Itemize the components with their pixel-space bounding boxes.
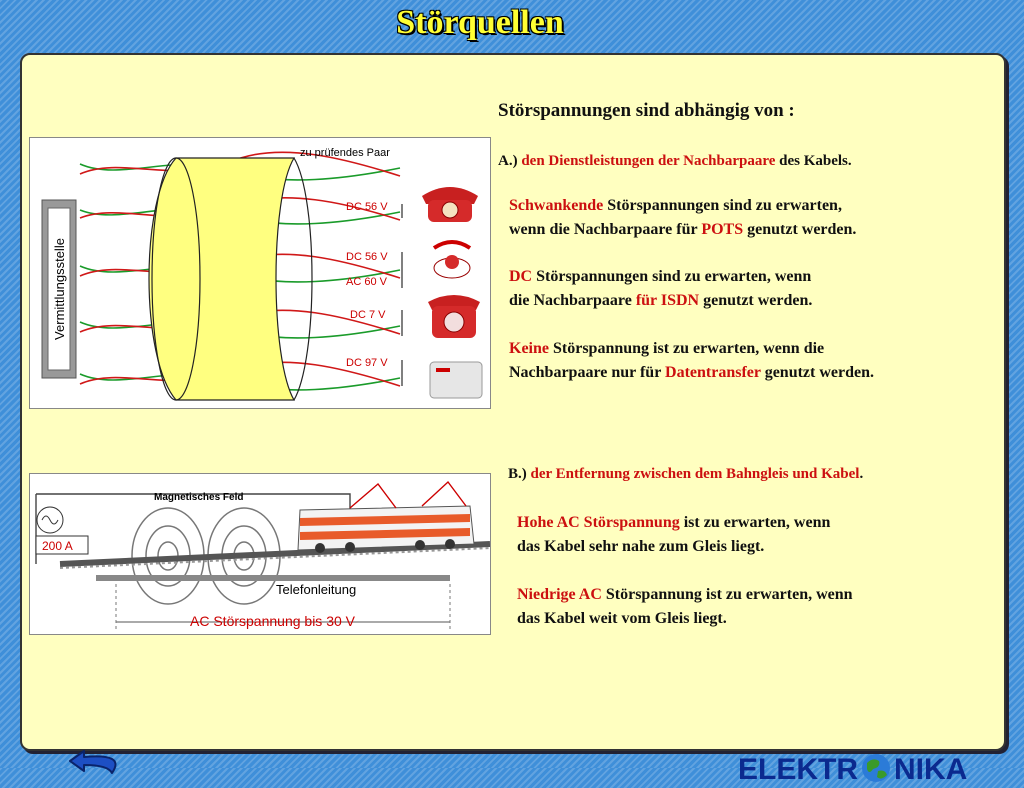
section-a-item-1-line-1: Schwankende Störspannungen sind zu erwar… <box>509 197 842 215</box>
cable-pairs-diagram: Vermittlungsstelle zu prüfendes Paar DC <box>29 137 491 409</box>
section-b-part3: . <box>859 466 864 482</box>
voltage-label: AC Störspannung bis 30 V <box>190 613 356 629</box>
item-1-highlight: Schwankende <box>509 197 604 214</box>
voltage-label-5: DC 97 V <box>346 357 388 369</box>
item-2-text: Störspannungen sind zu erwarten, wenn <box>536 268 812 285</box>
section-a-part4: . <box>847 153 852 169</box>
cable-front-ring <box>151 157 201 401</box>
b-item-2-highlight: Niedrige AC <box>517 586 602 603</box>
section-a-part3: des Kabels <box>779 153 848 169</box>
section-a-part2: Dienstleistungen der Nachbarpaare <box>548 153 776 169</box>
cable-body <box>148 157 296 401</box>
main-heading: Störspannungen sind abhängig von : <box>498 100 795 121</box>
section-a-header: A.) den Dienstleistungen der Nachbarpaar… <box>498 153 852 170</box>
item-3-text: Störspannung ist zu erwarten, wenn die <box>553 340 825 357</box>
section-a-item-3-line-2: Nachbarpaare nur für Datentransfer genut… <box>509 364 874 382</box>
item-2-text-3: genutzt werden. <box>703 292 813 309</box>
item-3-highlight: Keine <box>509 340 549 357</box>
item-1-text-2: wenn die Nachbarpaare für <box>509 221 698 238</box>
item-1-highlight-2: POTS <box>701 221 744 238</box>
current-label-box <box>35 535 89 555</box>
section-b-header: B.) der Entfernung zwischen dem Bahnglei… <box>508 466 863 483</box>
item-3-highlight-2: Datentransfer <box>665 364 761 381</box>
section-b-item-1-line-1: Hohe AC Störspannung ist zu erwarten, we… <box>517 514 830 532</box>
section-a-item-3-line-1: Keine Störspannung ist zu erwarten, wenn… <box>509 340 824 358</box>
cable-pairs-svg: Vermittlungsstelle zu prüfendes Paar DC <box>41 147 483 401</box>
section-a-item-1-line-2: wenn die Nachbarpaare für POTS genutzt w… <box>509 221 856 239</box>
railway-field-diagram: 200 A Magnetisches Feld <box>29 473 491 635</box>
section-b-prefix: B.) <box>508 466 527 482</box>
section-b-item-1-line-2: das Kabel sehr nahe zum Gleis liegt. <box>517 538 765 555</box>
back-button[interactable] <box>66 743 130 783</box>
item-2-highlight-2: für ISDN <box>635 292 700 309</box>
current-label: 200 A <box>42 539 73 553</box>
locomotive-icon <box>297 480 475 553</box>
antique-phone-icon <box>432 240 472 279</box>
elektronika-logo: ELEKTR NIKA <box>738 753 967 787</box>
content-panel: Störspannungen sind abhängig von : A.) d… <box>20 53 1006 786</box>
voltage-label-2: DC 56 V <box>346 251 388 263</box>
line-label: Telefonleitung <box>276 582 356 597</box>
section-b-part2: Entfernung zwischen dem Bahngleis und Ka… <box>555 466 860 482</box>
cable-back-edge <box>293 157 313 401</box>
b-item-2-text: Störspannung ist zu erwarten, wenn <box>605 586 853 603</box>
page-title: Störquellen <box>396 4 564 41</box>
item-3-text-2: Nachbarpaare nur für <box>509 364 662 381</box>
item-2-highlight: DC <box>509 268 533 285</box>
modem-device-icon <box>429 361 483 399</box>
exchange-label-box <box>47 207 71 371</box>
globe-icon <box>862 754 890 782</box>
pair-label: zu prüfendes Paar <box>300 147 390 159</box>
back-arrow-icon <box>69 750 117 774</box>
item-2-text-2: die Nachbarpaare <box>509 292 632 309</box>
voltage-label-1: DC 56 V <box>346 201 388 213</box>
logo-right-text: NIKA <box>894 753 968 786</box>
section-a-prefix: A.) <box>498 153 518 169</box>
section-a-item-2-line-1: DC Störspannungen sind zu erwarten, wenn <box>509 268 811 286</box>
item-1-text: Störspannungen sind zu erwarten, <box>607 197 842 214</box>
b-item-1-text: ist zu erwarten, wenn <box>683 514 831 531</box>
item-1-text-3: genutzt werden. <box>747 221 857 238</box>
rotary-phone-icon <box>422 187 478 222</box>
section-b-item-2-line-1: Niedrige AC Störspannung ist zu erwarten… <box>517 586 853 604</box>
section-a-item-2-line-2: die Nachbarpaare für ISDN genutzt werden… <box>509 292 812 310</box>
red-desk-phone-icon <box>428 295 480 338</box>
rail-track <box>59 541 490 569</box>
section-b-part1: der <box>530 466 552 482</box>
exchange-label: Vermittlungsstelle <box>52 238 67 340</box>
b-item-1-highlight: Hohe AC Störspannung <box>517 514 680 531</box>
section-b-item-2-line-2: das Kabel weit vom Gleis liegt. <box>517 610 727 627</box>
railway-field-svg: 200 A Magnetisches Feld <box>35 480 490 629</box>
voltage-label-3: AC 60 V <box>346 276 388 288</box>
voltage-label-4: DC 7 V <box>350 309 386 321</box>
field-label: Magnetisches Feld <box>154 492 243 503</box>
item-3-text-3: genutzt werden. <box>764 364 875 381</box>
section-a-part1: den <box>521 153 545 169</box>
logo-left-text: ELEKTR <box>738 753 858 786</box>
